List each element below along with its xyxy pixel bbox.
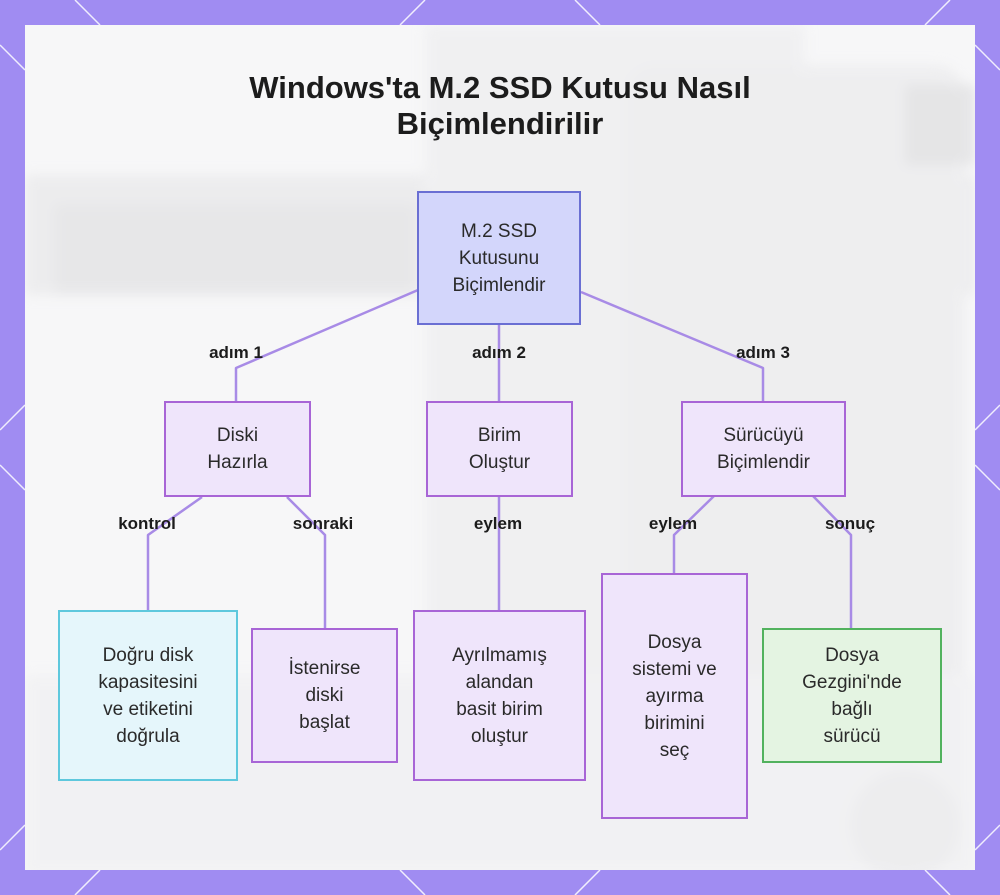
- edge-format-mounted: [812, 495, 853, 628]
- node-root-format-enclosure: M.2 SSD Kutusunu Biçimlendir: [417, 191, 581, 325]
- node-mounted-drive: Dosya Gezgini'nde bağlı sürücü: [762, 628, 942, 763]
- edge-label-step1: adım 1: [209, 343, 263, 362]
- edge-label-action-b: eylem: [648, 514, 698, 533]
- edge-prepare-initialize: [286, 496, 327, 628]
- edge-root-format: [580, 290, 765, 401]
- node-select-filesystem: Dosya sistemi ve ayırma birimini seç: [601, 573, 748, 819]
- title-line-2: Biçimlendirilir: [396, 106, 604, 141]
- node-simple-volume: Ayrılmamış alandan basit birim oluştur: [413, 610, 586, 781]
- edge-label-check: kontrol: [118, 514, 176, 533]
- node-format-drive: Sürücüyü Biçimlendir: [681, 401, 846, 497]
- edge-label-action-a: eylem: [473, 514, 523, 533]
- node-verify-capacity: Doğru disk kapasitesini ve etiketini doğ…: [58, 610, 238, 781]
- edge-label-result: sonuç: [824, 514, 876, 533]
- edge-format-select: [672, 495, 715, 573]
- edge-label-step2: adım 2: [472, 343, 526, 362]
- edge-root-prepare: [234, 288, 419, 401]
- edge-prepare-verify: [146, 495, 203, 610]
- node-initialize-disk: İstenirse diski başlat: [251, 628, 398, 763]
- node-prepare-disk: Diski Hazırla: [164, 401, 311, 497]
- title-line-1: Windows'ta M.2 SSD Kutusu Nasıl: [249, 70, 751, 105]
- edge-label-next: sonraki: [292, 514, 354, 533]
- node-create-volume: Birim Oluştur: [426, 401, 573, 497]
- edge-label-step3: adım 3: [736, 343, 790, 362]
- page-title: Windows'ta M.2 SSD Kutusu Nasıl Biçimlen…: [0, 70, 1000, 142]
